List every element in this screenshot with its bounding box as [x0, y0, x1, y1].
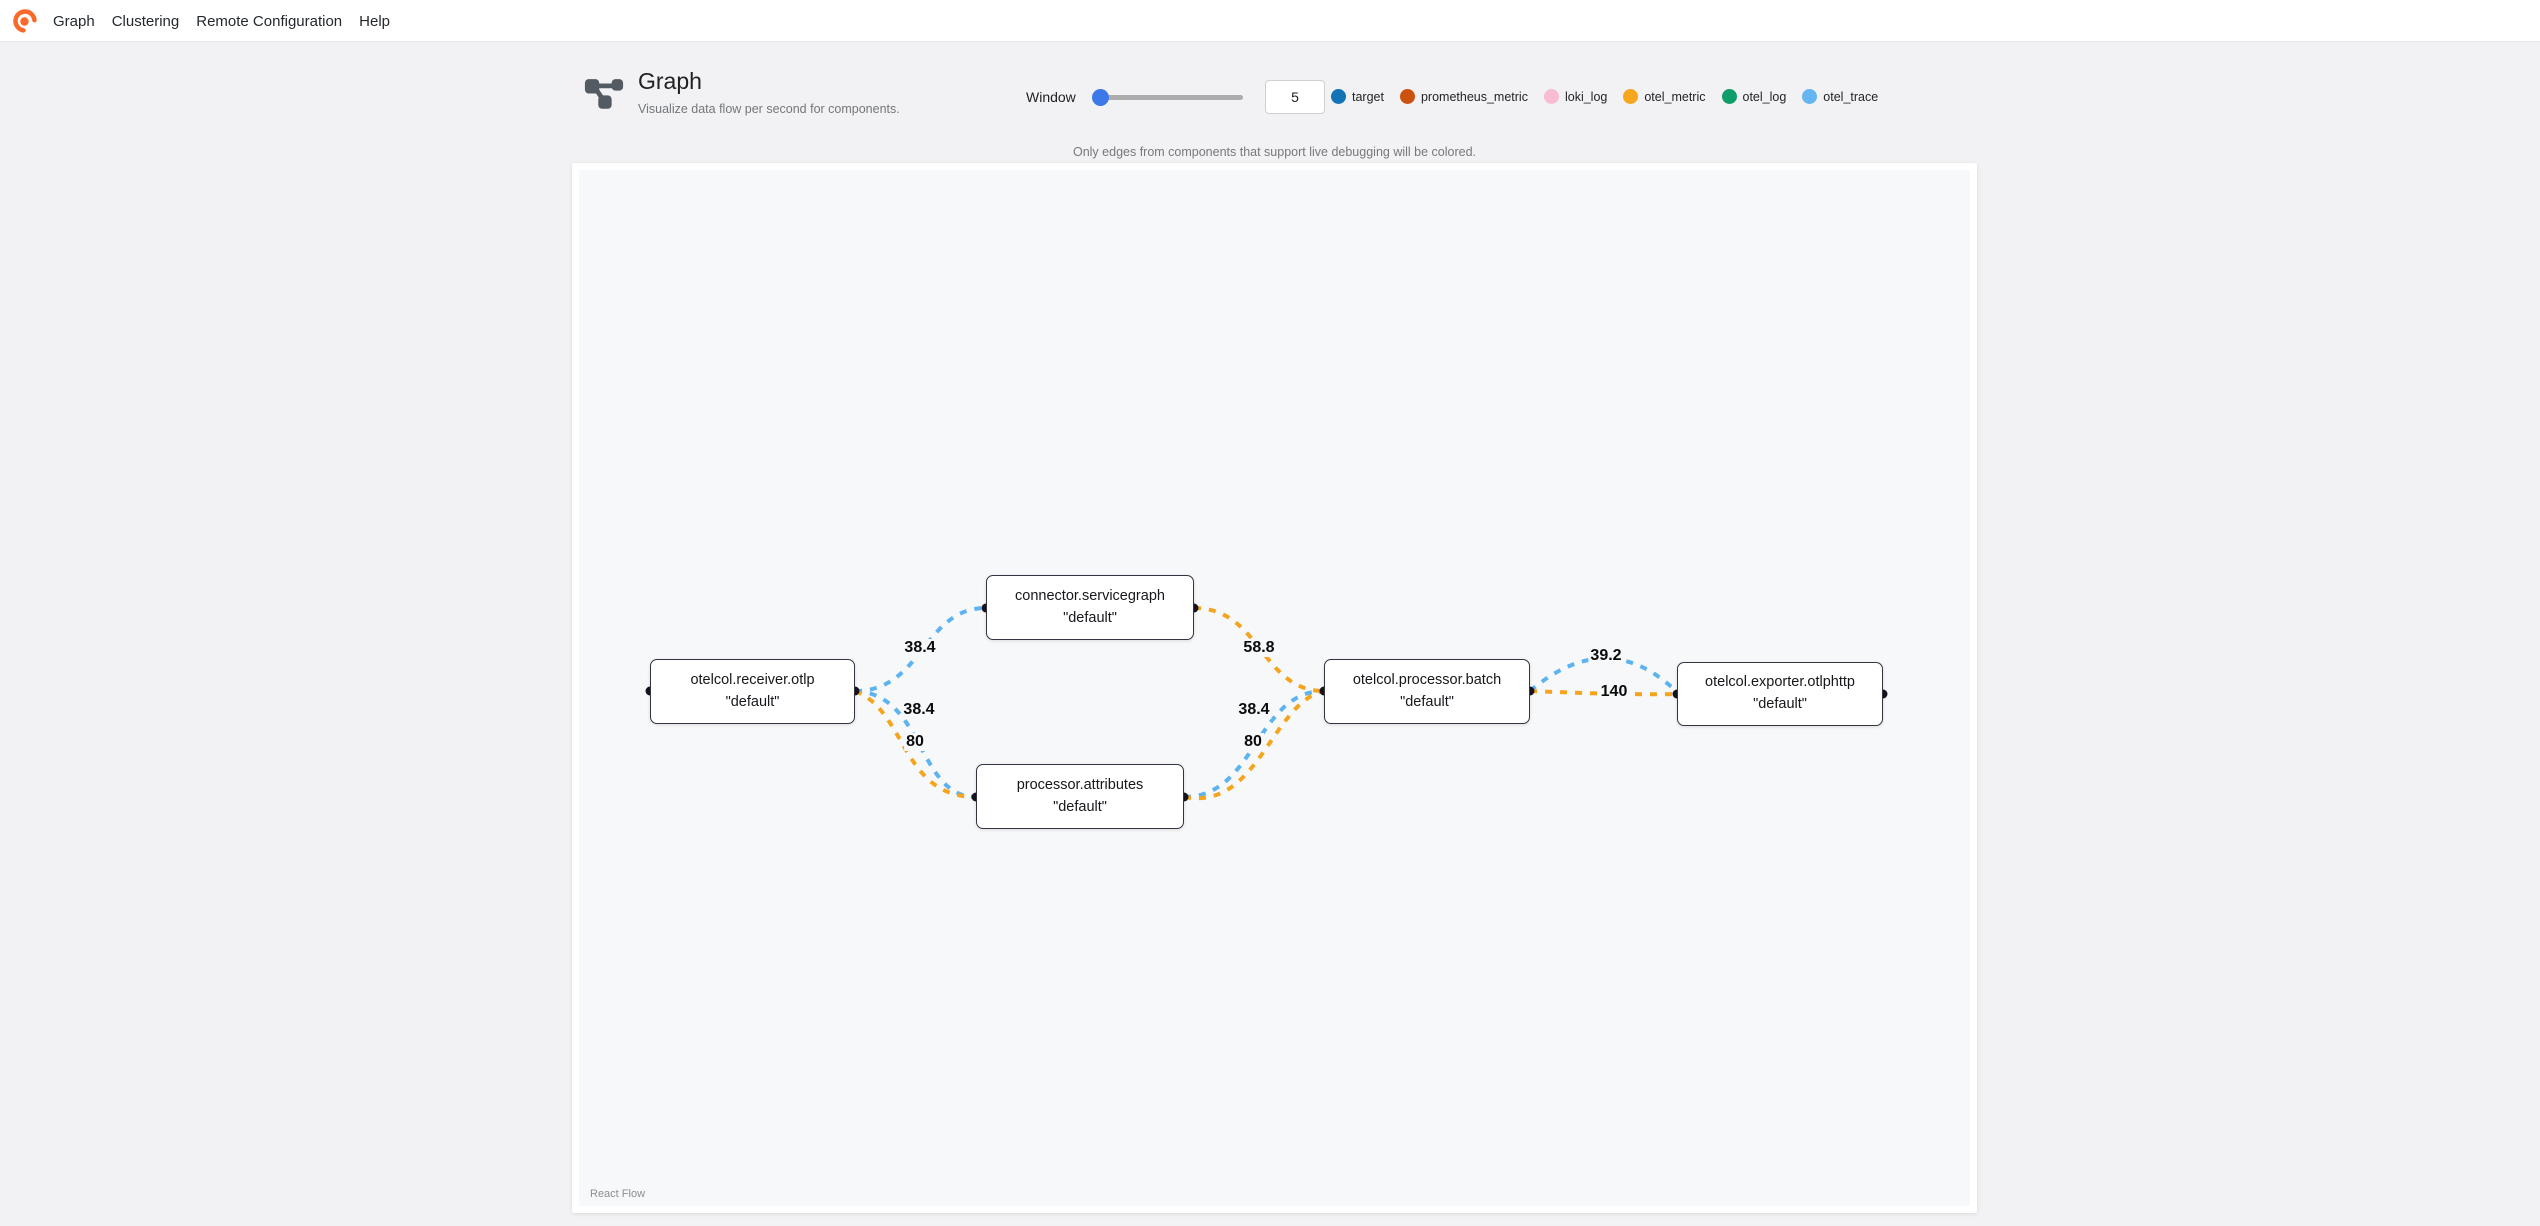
live-debugging-note: Only edges from components that support …	[1072, 145, 1476, 159]
node-otelcol-exporter-otlphttp[interactable]: otelcol.exporter.otlphttp "default"	[1677, 662, 1883, 726]
node-title: otelcol.exporter.otlphttp	[1705, 674, 1855, 691]
otel-log-color-dot	[1721, 89, 1737, 104]
legend-item-target: target	[1331, 89, 1384, 104]
node-title: connector.servicegraph	[1015, 587, 1165, 604]
page-title: Graph	[638, 68, 702, 94]
legend-item-otel-trace: otel_trace	[1802, 89, 1878, 104]
node-connector-servicegraph[interactable]: connector.servicegraph "default"	[986, 575, 1194, 640]
window-value-input[interactable]	[1265, 80, 1325, 114]
legend-item-prometheus-metric: prometheus_metric	[1399, 89, 1528, 104]
window-slider-label: Window	[1026, 89, 1076, 105]
node-title: processor.attributes	[1016, 776, 1144, 793]
edge-label-batch-exporter-metric: 140	[1598, 683, 1630, 701]
react-flow-viewport[interactable]: 38.4 38.4 80 58.8 38.4 80 39.2 140 otelc…	[579, 170, 1970, 1206]
alloy-logo-icon[interactable]	[13, 9, 37, 33]
edge-label-receiver-attributes-metric: 80	[904, 733, 926, 751]
node-title: otelcol.processor.batch	[1352, 671, 1502, 688]
window-slider-thumb[interactable]	[1092, 89, 1109, 106]
edge-receiver-attributes-trace[interactable]	[854, 689, 977, 799]
nav-item-help[interactable]: Help	[359, 12, 391, 30]
otel-metric-color-dot	[1623, 89, 1639, 104]
edge-batch-exporter-metric[interactable]	[1529, 689, 1678, 697]
edge-attributes-batch-metric[interactable]	[1183, 689, 1325, 801]
top-navbar: Graph Clustering Remote Configuration He…	[0, 0, 2540, 42]
page-subtitle: Visualize data flow per second for compo…	[638, 102, 900, 116]
legend-item-otel-log: otel_log	[1721, 89, 1786, 104]
node-instance: "default"	[1063, 609, 1117, 626]
loki-log-color-dot	[1543, 89, 1559, 104]
edge-label-batch-exporter-trace: 39.2	[1588, 647, 1624, 665]
node-instance: "default"	[1053, 798, 1107, 815]
nav-item-graph[interactable]: Graph	[53, 12, 95, 30]
node-instance: "default"	[725, 693, 780, 710]
node-processor-attributes[interactable]: processor.attributes "default"	[976, 764, 1184, 829]
edge-label-attributes-batch-trace: 38.4	[1236, 701, 1272, 719]
nav-item-remote-configuration[interactable]: Remote Configuration	[196, 12, 343, 30]
legend-item-otel-metric: otel_metric	[1623, 89, 1706, 104]
edge-label-receiver-attributes-trace: 38.4	[901, 701, 937, 719]
node-title: otelcol.receiver.otlp	[690, 671, 815, 688]
otel-trace-color-dot	[1802, 89, 1818, 104]
edge-label-receiver-servicegraph-trace: 38.4	[902, 639, 938, 657]
edge-receiver-servicegraph-trace[interactable]	[854, 606, 987, 693]
react-flow-attribution: React Flow	[590, 1188, 646, 1200]
target-color-dot	[1331, 89, 1346, 104]
edge-receiver-attributes-metric[interactable]	[854, 689, 977, 799]
node-instance: "default"	[1400, 693, 1454, 710]
node-instance: "default"	[1753, 696, 1807, 712]
graph-canvas-card: 38.4 38.4 80 58.8 38.4 80 39.2 140 otelc…	[572, 163, 1977, 1213]
legend-item-loki-log: loki_log	[1543, 89, 1607, 104]
edge-label-servicegraph-batch-metric: 58.8	[1241, 639, 1277, 657]
nav-menu: Graph Clustering Remote Configuration He…	[53, 0, 390, 42]
edge-type-legend: target prometheus_metric loki_log otel_m…	[1331, 89, 1878, 104]
edge-label-attributes-batch-metric: 80	[1242, 733, 1264, 751]
node-otelcol-receiver-otlp[interactable]: otelcol.receiver.otlp "default"	[650, 659, 855, 724]
window-slider-track[interactable]	[1093, 95, 1243, 100]
graph-schema-icon	[584, 79, 624, 109]
node-otelcol-processor-batch[interactable]: otelcol.processor.batch "default"	[1324, 659, 1530, 724]
nav-item-clustering[interactable]: Clustering	[111, 12, 180, 30]
prometheus-metric-color-dot	[1399, 89, 1415, 104]
